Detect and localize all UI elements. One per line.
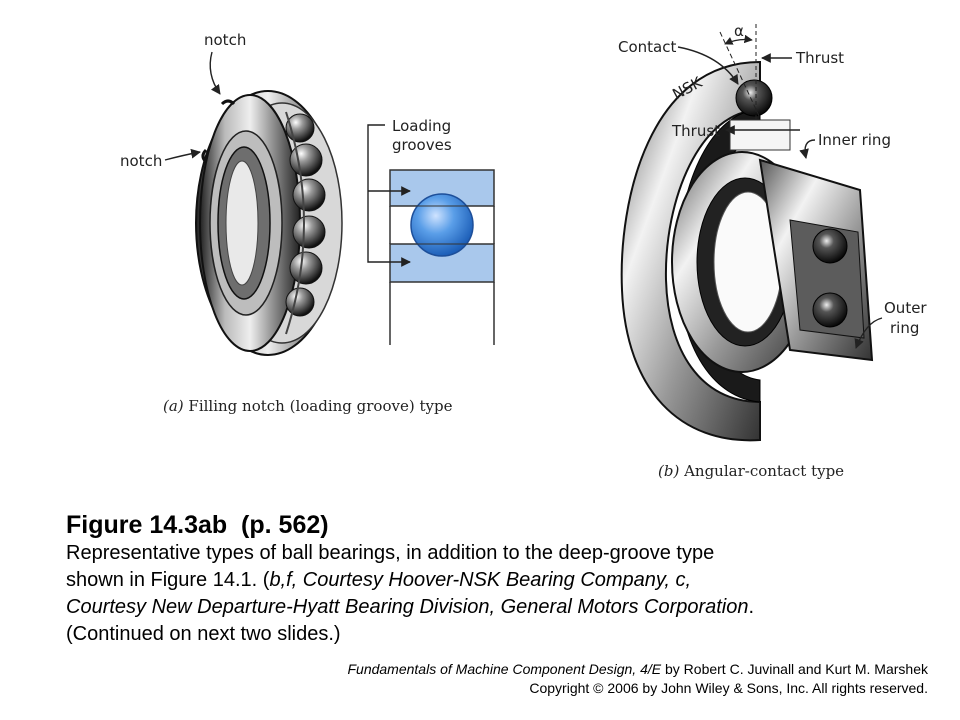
ball-upper xyxy=(812,228,848,264)
figure-caption: Figure 14.3ab (p. 562) Representative ty… xyxy=(66,510,936,648)
contact-ball xyxy=(735,79,773,117)
leader-loading-bottom xyxy=(367,124,411,267)
caption-line-3-suffix: . xyxy=(748,596,755,618)
caption-a-letter: (a) xyxy=(163,397,184,415)
footer-copyright: Copyright © 2006 by John Wiley & Sons, I… xyxy=(529,680,928,696)
caption-line-1: Representative types of ball bearings, i… xyxy=(66,542,715,564)
footer-book-line: Fundamentals of Machine Component Design… xyxy=(347,660,928,679)
notch-mark-top xyxy=(220,99,236,106)
caption-line-2: shown in Figure 14.1. (b,f, Courtesy Hoo… xyxy=(66,567,936,594)
label-outer-line1: Outer xyxy=(884,299,927,317)
label-inner-ring: Inner ring xyxy=(818,131,891,149)
leader-notch-top xyxy=(209,51,221,95)
alpha-arc xyxy=(724,34,753,45)
notch-mark-left xyxy=(201,148,208,164)
footer-authors: by Robert C. Juvinall and Kurt M. Marshe… xyxy=(661,661,928,677)
label-loading-line1: Loading xyxy=(392,117,451,135)
leader-notch-left xyxy=(164,148,201,161)
caption-line-2-prefix: shown in Figure 14.1. ( xyxy=(66,569,270,591)
label-alpha: α xyxy=(734,22,744,40)
label-thrust-inner: Thrust xyxy=(671,122,720,140)
bearing-a-cross-section xyxy=(389,169,495,345)
ball xyxy=(410,193,474,257)
caption-a: (a) Filling notch (loading groove) type xyxy=(163,397,453,415)
figure-illustration: notch notch Loading grooves (a) Filling … xyxy=(120,22,927,480)
figure-title: Figure 14.3ab (p. 562) xyxy=(66,511,329,539)
bearing-b-photo xyxy=(620,60,874,442)
caption-line-2-credit: b,f, Courtesy Hoover-NSK Bearing Company… xyxy=(269,569,692,591)
label-notch-left: notch xyxy=(120,152,162,170)
bearing-a-photo xyxy=(195,90,343,356)
caption-a-text: Filling notch (loading groove) type xyxy=(184,397,453,415)
label-notch-top: notch xyxy=(204,31,246,49)
label-thrust-top: Thrust xyxy=(795,49,844,67)
copyright-footer: Fundamentals of Machine Component Design… xyxy=(347,660,928,698)
ball-lower xyxy=(812,292,848,328)
leader-outer-ring xyxy=(854,317,883,349)
caption-line-3-credit: Courtesy New Departure-Hyatt Bearing Div… xyxy=(66,596,749,618)
caption-b-text: Angular-contact type xyxy=(679,462,844,480)
bearing-a-balls xyxy=(285,113,326,317)
caption-line-4: (Continued on next two slides.) xyxy=(66,623,341,645)
label-contact: Contact xyxy=(618,38,676,56)
leader-inner-ring xyxy=(799,139,816,159)
leader-contact xyxy=(677,46,739,85)
footer-book-title: Fundamentals of Machine Component Design… xyxy=(347,661,662,677)
caption-b-letter: (b) xyxy=(658,462,679,480)
caption-b: (b) Angular-contact type xyxy=(658,462,844,480)
caption-line-3: Courtesy New Departure-Hyatt Bearing Div… xyxy=(66,594,936,621)
label-loading-line2: grooves xyxy=(392,136,452,154)
label-outer-line2: ring xyxy=(890,319,919,337)
